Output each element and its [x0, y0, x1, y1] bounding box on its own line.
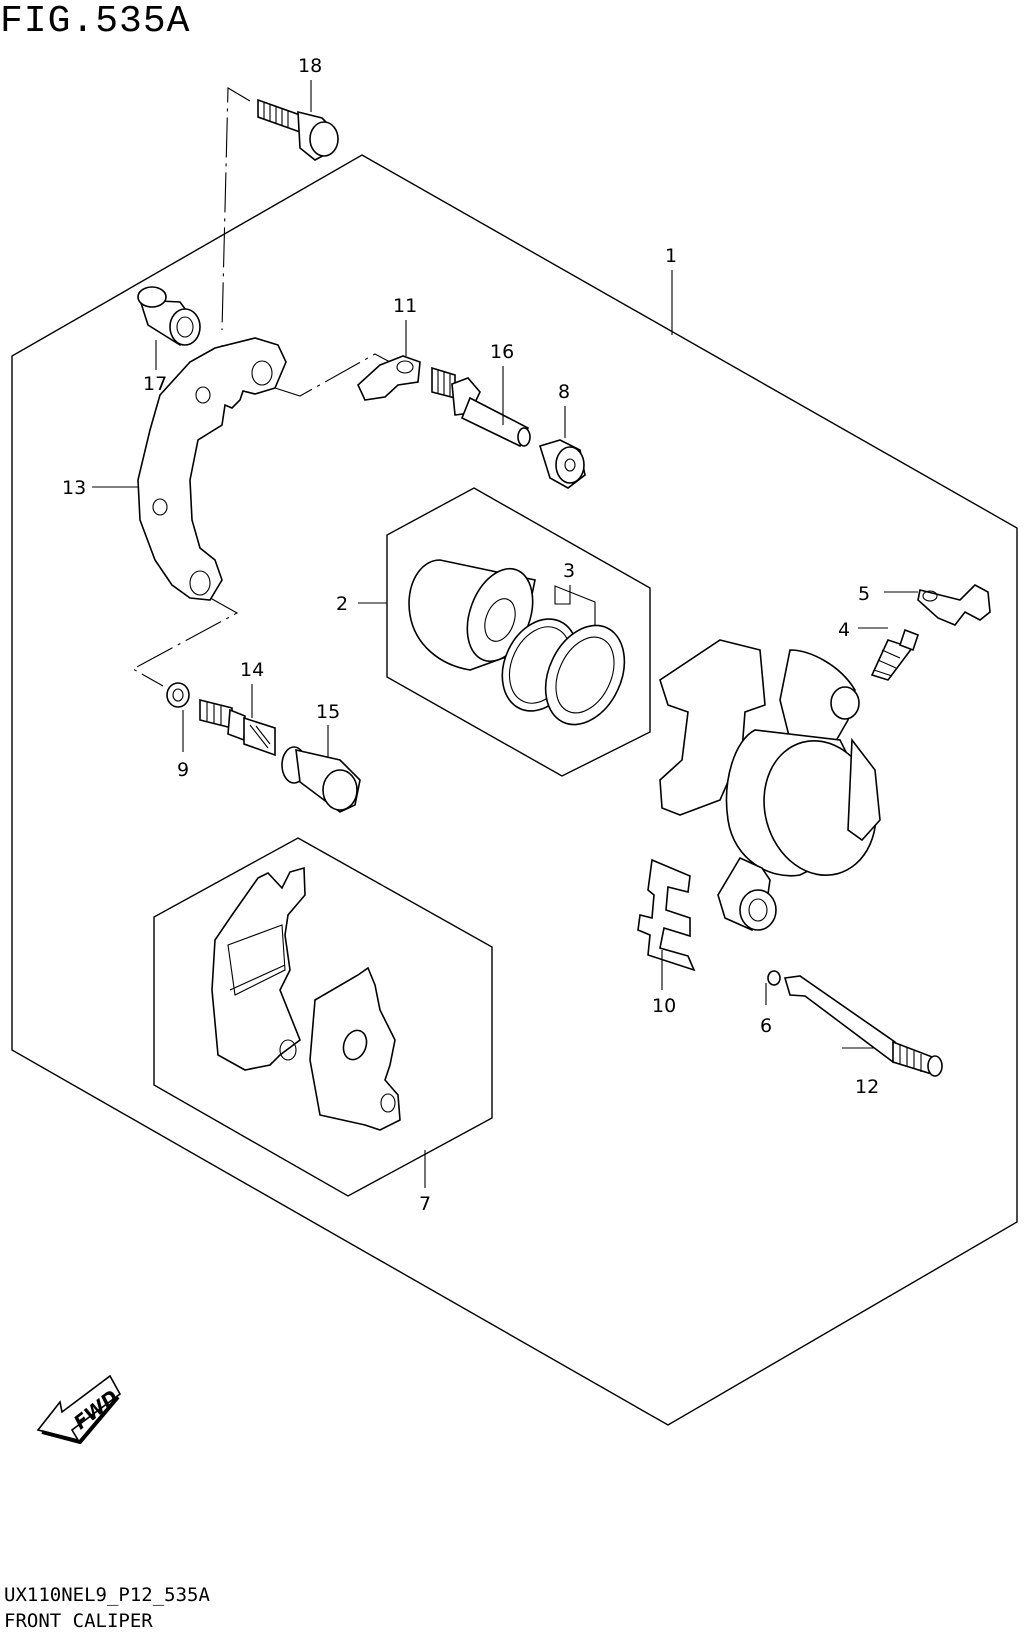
- callout-2: 2: [336, 593, 348, 615]
- brake-pad-icon: [309, 966, 401, 1131]
- callout-15: 15: [316, 701, 340, 723]
- callout-14: 14: [240, 659, 264, 681]
- small-washer-icon: [166, 682, 190, 708]
- pin-boot-icon: [538, 439, 586, 489]
- callout-9: 9: [177, 759, 189, 781]
- bracket-pin-boot-icon: [281, 746, 361, 813]
- callout-4: 4: [838, 619, 850, 641]
- caliper-pin-icon: [783, 975, 943, 1077]
- callout-1: 1: [665, 245, 677, 267]
- fwd-arrow-icon: FWD: [36, 1374, 123, 1445]
- clip-icon: [357, 355, 421, 401]
- callout-18: 18: [298, 55, 322, 77]
- pin-14-leader: [131, 594, 239, 687]
- caliper-body-icon: [659, 639, 881, 931]
- callout-3: 3: [563, 560, 575, 582]
- assembly-outline: [11, 154, 1018, 1426]
- bolt-18-leader: [221, 87, 251, 360]
- callout-8: 8: [558, 381, 570, 403]
- callout-12: 12: [855, 1076, 879, 1098]
- callout-7: 7: [419, 1193, 431, 1215]
- bracket-pin-icon: [199, 698, 276, 757]
- callout-5: 5: [858, 583, 870, 605]
- pad-kit-outline: [153, 837, 493, 1197]
- bleeder-screw-icon: [870, 628, 920, 681]
- callout-13: 13: [62, 477, 86, 499]
- callout-leaders: [92, 80, 918, 1188]
- slide-pin-icon: [431, 366, 531, 448]
- sleeve-icon: [137, 286, 201, 347]
- caliper-bracket-icon: [137, 337, 287, 601]
- bleeder-cap-icon: [917, 584, 991, 626]
- callout-17: 17: [143, 373, 167, 395]
- callout-10: 10: [652, 995, 676, 1017]
- bolt-icon: [257, 98, 339, 161]
- washer-icon: [767, 970, 781, 986]
- figure-title: FIG.535A: [0, 0, 191, 43]
- callout-6: 6: [760, 1015, 772, 1037]
- pin-16-leader: [274, 353, 391, 397]
- pad-spring-icon: [637, 858, 696, 972]
- figure-code: UX110NEL9_P12_535A: [4, 1584, 210, 1606]
- callout-11: 11: [393, 295, 417, 317]
- brake-pad-icon: [211, 866, 306, 1071]
- callout-16: 16: [490, 341, 514, 363]
- figure-caption: FRONT CALIPER: [4, 1610, 153, 1632]
- piston-kit-outline: [386, 487, 651, 777]
- piston-seal-icon: [501, 618, 626, 726]
